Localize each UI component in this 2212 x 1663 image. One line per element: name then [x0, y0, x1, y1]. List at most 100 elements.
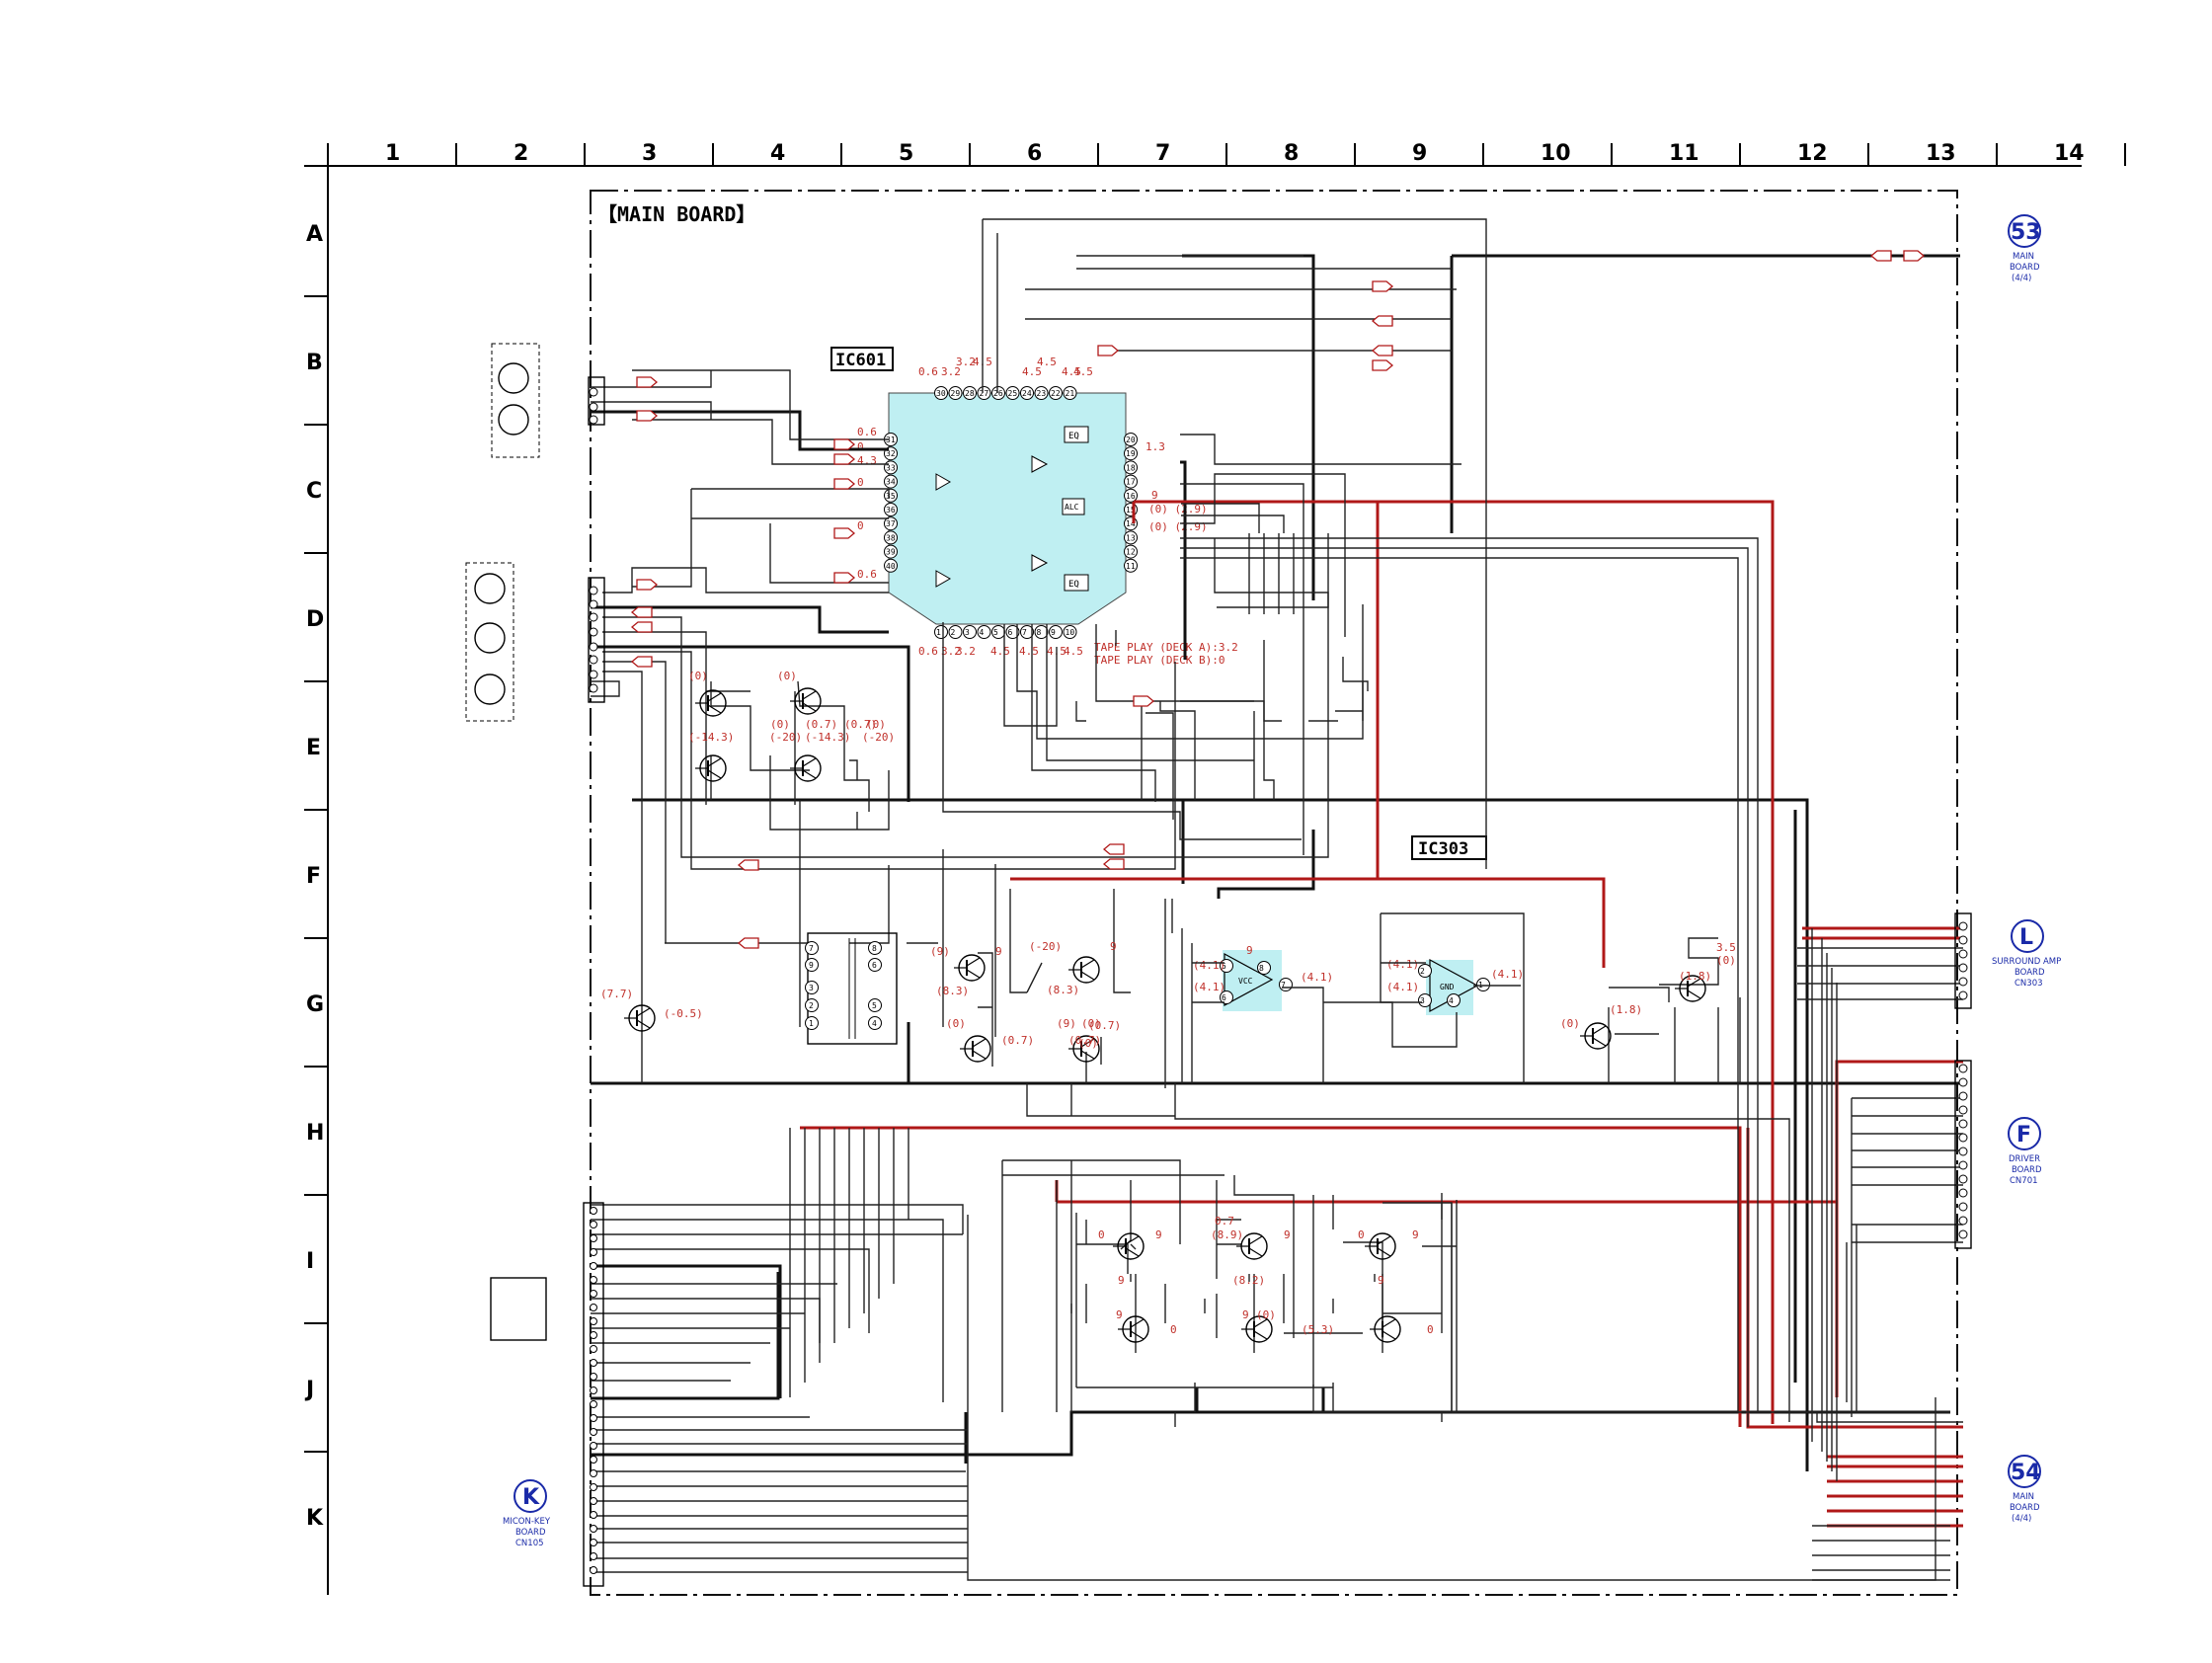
signal-flag — [1869, 250, 1892, 262]
ic601-left-voltage: 0 — [857, 476, 864, 489]
connector-K-pin — [590, 1456, 597, 1464]
transistor-voltage: 0 — [1098, 1228, 1105, 1241]
transistor-voltage: (7.7) — [600, 988, 633, 1000]
ic601-pin-num: 33 — [886, 463, 896, 472]
transistor — [1118, 1315, 1149, 1343]
ic601-pin — [1034, 386, 1049, 400]
ic601-pin-num: 11 — [1126, 562, 1136, 571]
transistor-voltage: (-0.5) — [664, 1007, 703, 1020]
connector-K-pin — [590, 1248, 597, 1256]
connector-F-pin — [1958, 1077, 1968, 1087]
ic601-top-voltage: 0.6 — [918, 365, 938, 378]
svg-text:3: 3 — [809, 984, 814, 992]
ic601-pin — [1124, 558, 1138, 573]
connector-L-strip — [1954, 912, 1972, 1009]
connector-K[interactable]: K MICON-KEY BOARD CN105 — [503, 1479, 551, 1548]
connector-F-pin — [1958, 1160, 1968, 1170]
ic601-pin — [884, 488, 898, 503]
transistor — [1580, 1022, 1612, 1050]
ic601-pin-num: 3 — [965, 628, 970, 637]
board-title: 【MAIN BOARD】 — [597, 202, 755, 226]
ic303-amp2-voltage: (4.1) — [1491, 968, 1524, 981]
connector-L[interactable]: L SURROUND AMP BOARD CN303 — [1992, 919, 2061, 989]
ic601-pin — [1124, 474, 1138, 489]
ic601-pin-num: 6 — [1008, 628, 1013, 637]
signal-flag — [833, 453, 856, 465]
signal-flag — [1372, 280, 1394, 292]
svg-text:5: 5 — [872, 1001, 877, 1010]
connector-F-pin — [1958, 1064, 1968, 1073]
connector-K-pin — [590, 1373, 597, 1381]
ic601-pin-num: 9 — [1051, 628, 1056, 637]
ic601-pin — [1020, 625, 1034, 639]
transistor-voltage: (0.7) — [805, 718, 837, 731]
connector-K-pin — [590, 1317, 597, 1325]
ic601-pin-num: 29 — [951, 389, 961, 398]
ic601-pin — [948, 625, 963, 639]
connector-54[interactable]: 54 MAIN BOARD (4/4) — [2008, 1455, 2041, 1524]
connector-F[interactable]: F DRIVER BOARD CN701 — [2008, 1117, 2042, 1186]
ic601-pin-num: 13 — [1126, 533, 1136, 542]
transformer-pin: 7 — [805, 941, 819, 955]
transformer-pin: 9 — [805, 958, 819, 972]
jack-pin — [589, 683, 598, 693]
transistor-voltage: 9 — [995, 945, 1002, 958]
connector-K-pin — [590, 1400, 597, 1408]
ic601-pin — [948, 386, 963, 400]
ic601-pin-num: 18 — [1126, 463, 1136, 472]
signal-flag — [833, 478, 856, 490]
svg-text:8: 8 — [872, 944, 877, 953]
connector-F-pin — [1958, 1105, 1968, 1115]
ic601-bottom-voltage: 4.5 — [1064, 645, 1083, 658]
ic601-pin — [1063, 625, 1077, 639]
connector-K-pin — [590, 1539, 597, 1546]
ic601-pin — [884, 503, 898, 516]
transistor-voltage: (1.8) — [1610, 1003, 1642, 1016]
transistor-voltage: (-14.3) — [805, 731, 850, 744]
transistors — [624, 687, 1706, 1343]
connector-53-line1: MAIN — [2013, 252, 2034, 262]
transistor-voltage: (0) — [688, 670, 708, 682]
board-frame — [590, 190, 1958, 1596]
connector-K-pin — [590, 1497, 597, 1505]
ic601-pin — [1005, 625, 1020, 639]
signal-flag — [737, 937, 759, 949]
connector-F-line3: CN701 — [2010, 1176, 2038, 1186]
transistor-voltage: 9 — [1412, 1228, 1419, 1241]
ic601-right-voltage: (0) (2.9) — [1148, 520, 1208, 533]
svg-text:7: 7 — [809, 944, 814, 953]
ic601-pin-num: 7 — [1022, 628, 1027, 637]
ic601-left-voltage: 0.6 — [857, 568, 877, 581]
connector-53[interactable]: 53 MAIN BOARD (4/4) — [2008, 214, 2041, 283]
transistor-voltage: (0) — [770, 718, 790, 731]
ic601-pin-num: 32 — [886, 449, 896, 458]
transistor-voltage: (1.8) — [1679, 970, 1711, 983]
ic601-top-voltage: 4.5 — [1073, 365, 1093, 378]
connector-L-line2: BOARD — [2014, 968, 2045, 978]
signal-flag — [1102, 843, 1125, 855]
transistor-voltage: (0.7) — [1001, 1034, 1034, 1047]
ic601-pin-num: 17 — [1126, 478, 1136, 487]
transistor-voltage: 9 — [1242, 1308, 1249, 1321]
ic303-amp1-pin-num: 7 — [1281, 981, 1286, 990]
signal-flag — [833, 527, 856, 539]
ic601-left-voltage: 0.6 — [857, 426, 877, 438]
connector-L-pin — [1958, 990, 1968, 1000]
transistor-voltage: (5.3) — [1302, 1323, 1334, 1336]
ic601-pin-num: 20 — [1126, 436, 1136, 444]
transistor — [790, 687, 822, 715]
svg-text:9: 9 — [809, 961, 814, 970]
transistor — [1068, 956, 1100, 984]
svg-text:2: 2 — [809, 1001, 814, 1010]
ic601-pin — [884, 544, 898, 559]
ic601-pin-num: 22 — [1051, 389, 1061, 398]
signal-flag — [630, 656, 653, 668]
signal-flag — [1371, 345, 1393, 356]
signal-flag — [1097, 345, 1120, 356]
connector-K-line2: BOARD — [515, 1528, 546, 1538]
amp2-label: GND — [1440, 983, 1455, 991]
ic601-pin-num: 36 — [886, 506, 896, 515]
connector-F-pin — [1958, 1133, 1968, 1143]
transistor — [1113, 1232, 1145, 1260]
